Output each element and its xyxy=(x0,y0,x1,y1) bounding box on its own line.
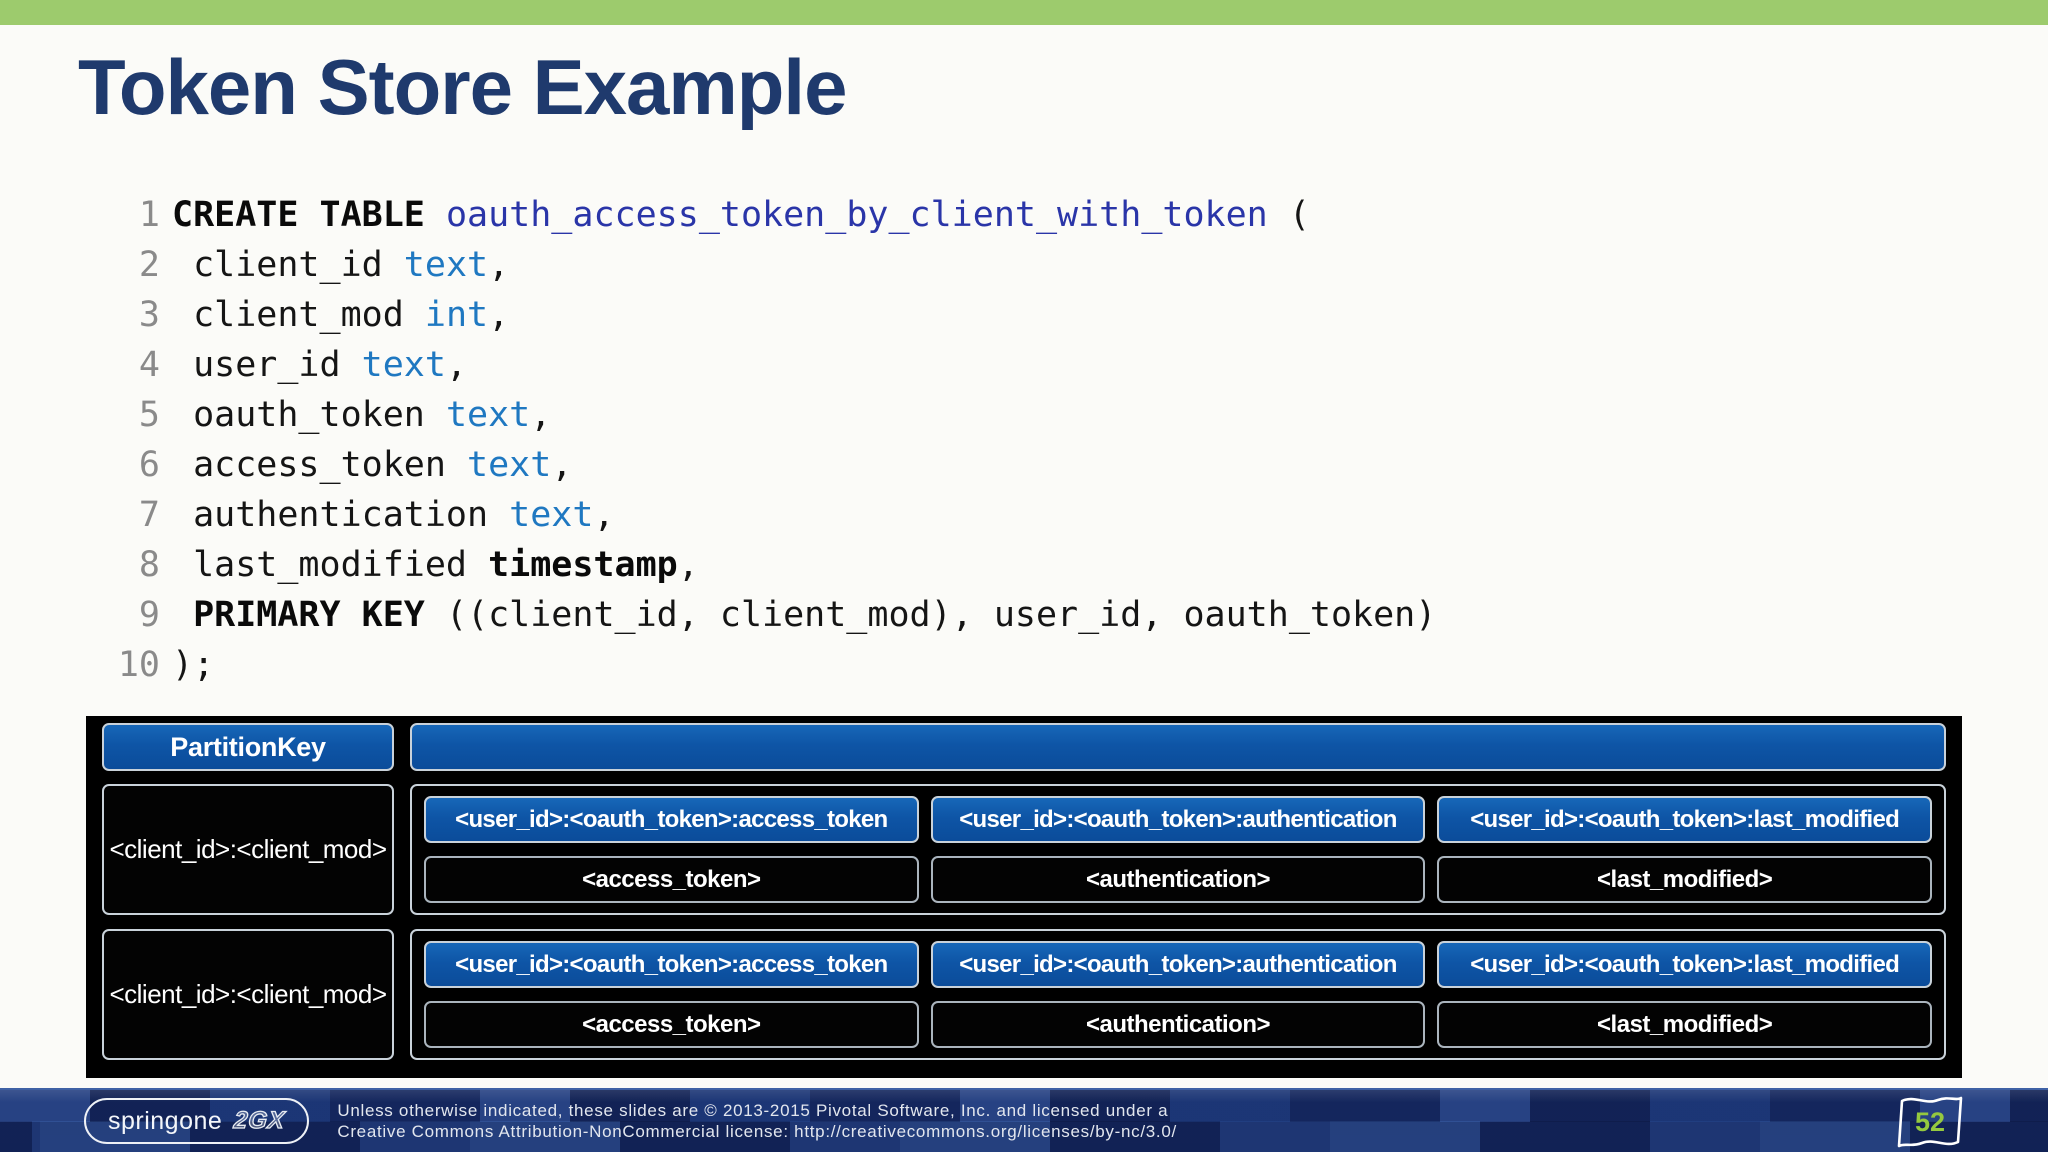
column-group: <user_id>:<oauth_token>:access_token <acc… xyxy=(424,796,919,903)
table-header-row: PartitionKey xyxy=(102,723,1946,771)
column-name-cell: <user_id>:<oauth_token>:authentication xyxy=(930,941,1426,988)
table-body: <client_id>:<client_mod> <user_id>:<oauth… xyxy=(102,784,1946,1060)
column-group: <user_id>:<oauth_token>:authentication <a… xyxy=(930,941,1426,1048)
footer-bar: springone 2GX Unless otherwise indicated… xyxy=(0,1088,2048,1152)
code-text: PRIMARY KEY ((client_id, client_mod), us… xyxy=(193,595,1437,635)
code-text: client_id text, xyxy=(172,245,510,285)
column-value-cell: <access_token> xyxy=(424,856,919,903)
line-number: 4 xyxy=(138,345,160,385)
code-text: authentication text, xyxy=(172,495,615,535)
code-text: user_id text, xyxy=(172,345,468,385)
line-number: 10 xyxy=(117,645,160,685)
column-name-cell: <user_id>:<oauth_token>:last_modified xyxy=(1437,796,1932,843)
code-line-10: 10); xyxy=(112,640,1436,690)
springone-logo-text: springone xyxy=(108,1106,223,1135)
code-line-5: 5 oauth_token text, xyxy=(112,390,1436,440)
springone-logo: springone 2GX xyxy=(84,1098,310,1144)
code-text: oauth_token text, xyxy=(172,395,552,435)
page-title: Token Store Example xyxy=(78,43,847,131)
line-number: 8 xyxy=(138,545,160,585)
code-line-3: 3 client_mod int, xyxy=(112,290,1436,340)
column-group: <user_id>:<oauth_token>:authentication <a… xyxy=(930,796,1426,903)
column-value-cell: <last_modified> xyxy=(1437,856,1932,903)
code-line-9: 9 PRIMARY KEY ((client_id, client_mod), … xyxy=(112,590,1436,640)
page-number-flag-icon: 52 xyxy=(1897,1096,1963,1148)
code-text: CREATE TABLE oauth_access_token_by_clien… xyxy=(172,195,1310,235)
column-name-cell: <user_id>:<oauth_token>:authentication xyxy=(930,796,1426,843)
top-accent-bar xyxy=(0,0,2048,25)
code-line-8: 8 last_modified timestamp, xyxy=(112,540,1436,590)
partition-key-cell: <client_id>:<client_mod> xyxy=(102,784,394,915)
partition-key-header-cell: PartitionKey xyxy=(102,723,394,771)
column-name-cell: <user_id>:<oauth_token>:access_token xyxy=(424,796,919,843)
cql-code-block: 1 CREATE TABLE oauth_access_token_by_clie… xyxy=(112,190,1436,690)
partition-key-cell: <client_id>:<client_mod> xyxy=(102,929,394,1060)
license-text: Unless otherwise indicated, these slides… xyxy=(337,1100,1177,1142)
line-number: 6 xyxy=(138,445,160,485)
line-number: 1 xyxy=(138,195,160,235)
column-value-cell: <authentication> xyxy=(930,856,1426,903)
line-number: 3 xyxy=(138,295,160,335)
token-store-table-diagram: PartitionKey <client_id>:<client_mod> <us… xyxy=(86,716,1962,1078)
code-text: last_modified timestamp, xyxy=(172,545,699,585)
column-group: <user_id>:<oauth_token>:last_modified <la… xyxy=(1437,796,1932,903)
code-text: ); xyxy=(172,645,215,685)
table-row-1: <client_id>:<client_mod> <user_id>:<oauth… xyxy=(102,784,1946,915)
license-line-1: Unless otherwise indicated, these slides… xyxy=(337,1101,1169,1120)
table-row-2: <client_id>:<client_mod> <user_id>:<oauth… xyxy=(102,929,1946,1060)
line-number: 2 xyxy=(138,245,160,285)
code-line-7: 7 authentication text, xyxy=(112,490,1436,540)
column-value-cell: <last_modified> xyxy=(1437,1001,1932,1048)
column-name-cell: <user_id>:<oauth_token>:last_modified xyxy=(1437,941,1932,988)
license-line-2: Creative Commons Attribution-NonCommerci… xyxy=(337,1122,1177,1141)
code-text: client_mod int, xyxy=(172,295,510,335)
column-value-cell: <access_token> xyxy=(424,1001,919,1048)
2gx-logo-text: 2GX xyxy=(232,1106,287,1134)
column-group: <user_id>:<oauth_token>:access_token <acc… xyxy=(424,941,919,1048)
line-number: 5 xyxy=(138,395,160,435)
code-line-6: 6 access_token text, xyxy=(112,440,1436,490)
line-number: 9 xyxy=(138,595,160,635)
line-number: 7 xyxy=(138,495,160,535)
page-number: 52 xyxy=(1915,1107,1945,1137)
columns-header-bar xyxy=(410,723,1946,771)
columns-container: <user_id>:<oauth_token>:access_token <acc… xyxy=(410,784,1946,915)
code-line-4: 4 user_id text, xyxy=(112,340,1436,390)
code-text: access_token text, xyxy=(172,445,573,485)
column-group: <user_id>:<oauth_token>:last_modified <la… xyxy=(1437,941,1932,1048)
code-line-2: 2 client_id text, xyxy=(112,240,1436,290)
column-name-cell: <user_id>:<oauth_token>:access_token xyxy=(424,941,919,988)
code-line-1: 1 CREATE TABLE oauth_access_token_by_clie… xyxy=(112,190,1436,240)
columns-container: <user_id>:<oauth_token>:access_token <acc… xyxy=(410,929,1946,1060)
column-value-cell: <authentication> xyxy=(930,1001,1426,1048)
